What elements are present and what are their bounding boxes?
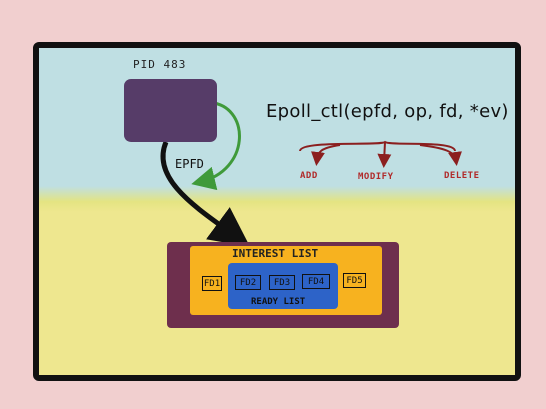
interest-list-label: INTEREST LIST <box>232 247 319 260</box>
process-label: PID 483 <box>133 58 187 71</box>
fd-item: FD5 <box>343 273 366 288</box>
fd-item: FD1 <box>202 276 222 291</box>
create-epoll-arrow <box>160 141 251 247</box>
op-modify: MODIFY <box>358 172 394 182</box>
op-modify-arrow <box>377 141 392 168</box>
epfd-label: EPFD <box>175 157 204 171</box>
ground-area <box>39 186 515 212</box>
epoll-ctl-call: Epoll_ctl(epfd, op, fd, *ev) <box>266 101 509 122</box>
epfd-return-arrow <box>191 101 241 191</box>
scene-frame <box>33 42 521 381</box>
fd-item: FD3 <box>269 275 295 290</box>
process-box <box>124 79 217 142</box>
fd-item: FD4 <box>302 274 330 289</box>
op-delete-arrow <box>419 144 462 166</box>
ready-list-box <box>228 263 338 309</box>
fd-item: FD2 <box>235 275 261 290</box>
ready-list-label: READY LIST <box>251 297 306 307</box>
op-delete: DELETE <box>444 171 480 181</box>
op-add: ADD <box>300 171 318 181</box>
sky-area <box>39 48 515 198</box>
op-add-arrow <box>311 144 341 166</box>
